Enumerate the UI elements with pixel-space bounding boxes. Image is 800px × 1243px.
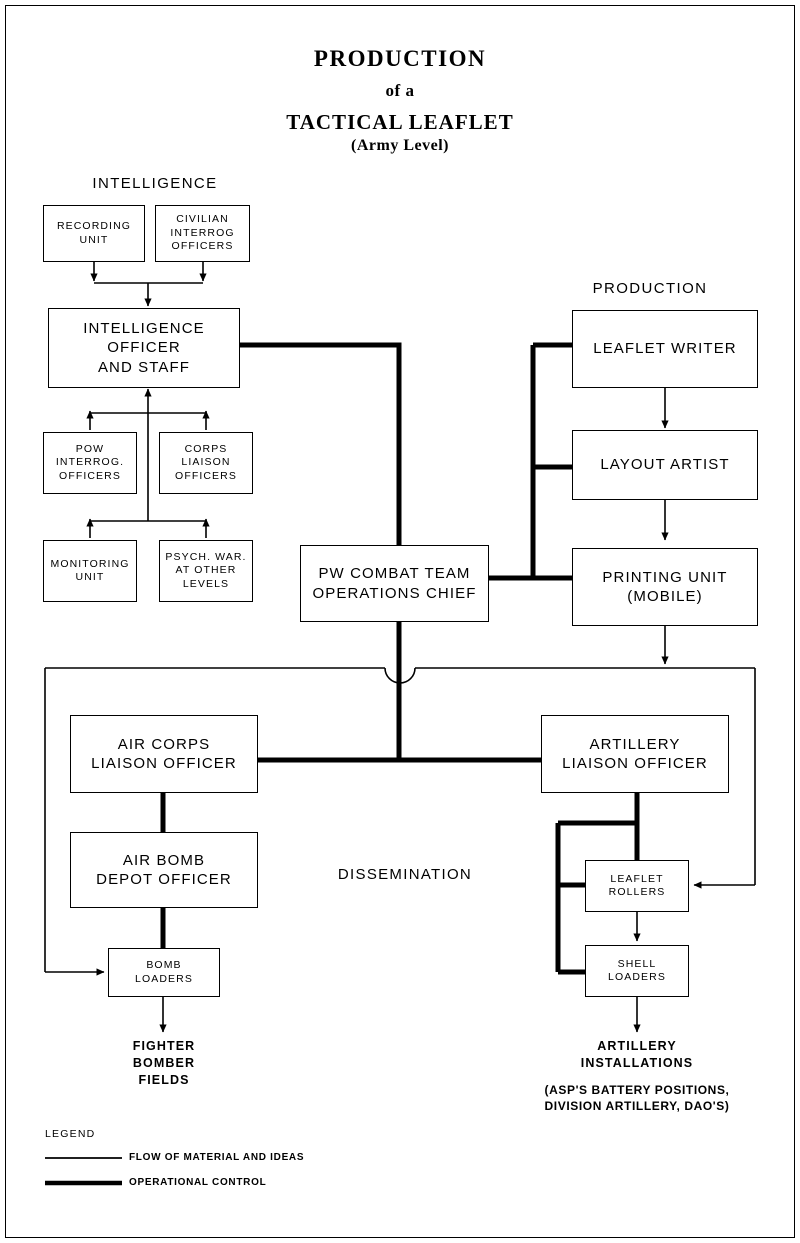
section-heading-production: PRODUCTION: [592, 280, 708, 297]
page-title-line-1: PRODUCTION: [313, 46, 487, 71]
legend-title: LEGEND: [45, 1128, 96, 1140]
box-printing-unit-mobile[interactable]: PRINTING UNIT(MOBILE): [572, 548, 758, 626]
box-printing-unit-mobile-label: PRINTING UNIT(MOBILE): [602, 568, 728, 605]
box-layout-artist-label: LAYOUT ARTIST: [600, 456, 730, 474]
page-title-line-4: (Army Level): [351, 137, 449, 154]
box-layout-artist[interactable]: LAYOUT ARTIST: [572, 430, 758, 500]
box-leaflet-writer[interactable]: LEAFLET WRITER: [572, 310, 758, 388]
legend-label-flow: FLOW OF MATERIAL AND IDEAS: [129, 1152, 305, 1163]
legend-label-control: OPERATIONAL CONTROL: [129, 1177, 267, 1188]
page-title-line-2: of a: [385, 81, 415, 100]
section-heading-dissemination: DISSEMINATION: [337, 866, 473, 883]
box-leaflet-writer-label: LEAFLET WRITER: [593, 340, 737, 358]
page-title-line-3: TACTICAL LEAFLET: [286, 110, 514, 134]
endpoint-artillery-note: (ASP'S BATTERY POSITIONS,DIVISION ARTILL…: [544, 1083, 730, 1114]
section-heading-intelligence: INTELLIGENCE: [92, 175, 218, 192]
page-border: [5, 5, 795, 1238]
